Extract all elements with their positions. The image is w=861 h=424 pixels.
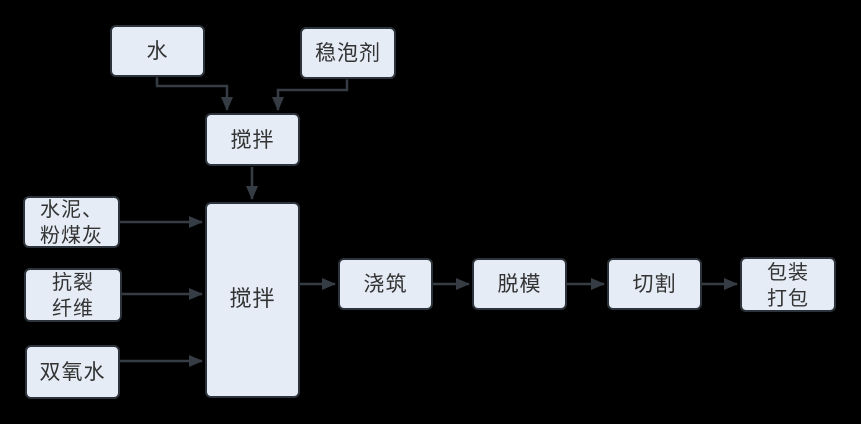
node-anticrack-fiber: 抗裂 纤维: [24, 268, 122, 322]
node-pouring: 浇筑: [338, 258, 433, 310]
node-packaging: 包装 打包: [740, 257, 836, 312]
node-foam-stabilizer: 稳泡剂: [300, 27, 396, 79]
node-demolding: 脱模: [472, 258, 567, 310]
node-pouring-label: 浇筑: [363, 272, 408, 296]
node-cutting-label: 切割: [632, 272, 677, 296]
node-cement-flyash-label: 水泥、 粉煤灰: [40, 197, 103, 247]
node-packaging-label: 包装 打包: [767, 259, 809, 310]
node-mix-top: 搅拌: [205, 113, 300, 166]
edge-water-to-mix: [155, 77, 233, 111]
node-cutting: 切割: [607, 258, 702, 310]
edge-foam-to-mix: [272, 79, 349, 111]
node-cement-flyash: 水泥、 粉煤灰: [23, 196, 120, 248]
node-water: 水: [110, 25, 205, 77]
node-demolding-label: 脱模: [497, 272, 542, 296]
node-hydrogen-peroxide-label: 双氧水: [39, 360, 106, 384]
node-foam-stabilizer-label: 稳泡剂: [315, 41, 381, 65]
node-hydrogen-peroxide: 双氧水: [25, 345, 120, 399]
node-anticrack-fiber-label: 抗裂 纤维: [52, 270, 94, 320]
node-water-label: 水: [146, 39, 169, 63]
node-mix-main-label: 搅拌: [229, 287, 276, 312]
node-mix-top-label: 搅拌: [230, 127, 275, 152]
node-mix-main: 搅拌: [205, 202, 300, 398]
